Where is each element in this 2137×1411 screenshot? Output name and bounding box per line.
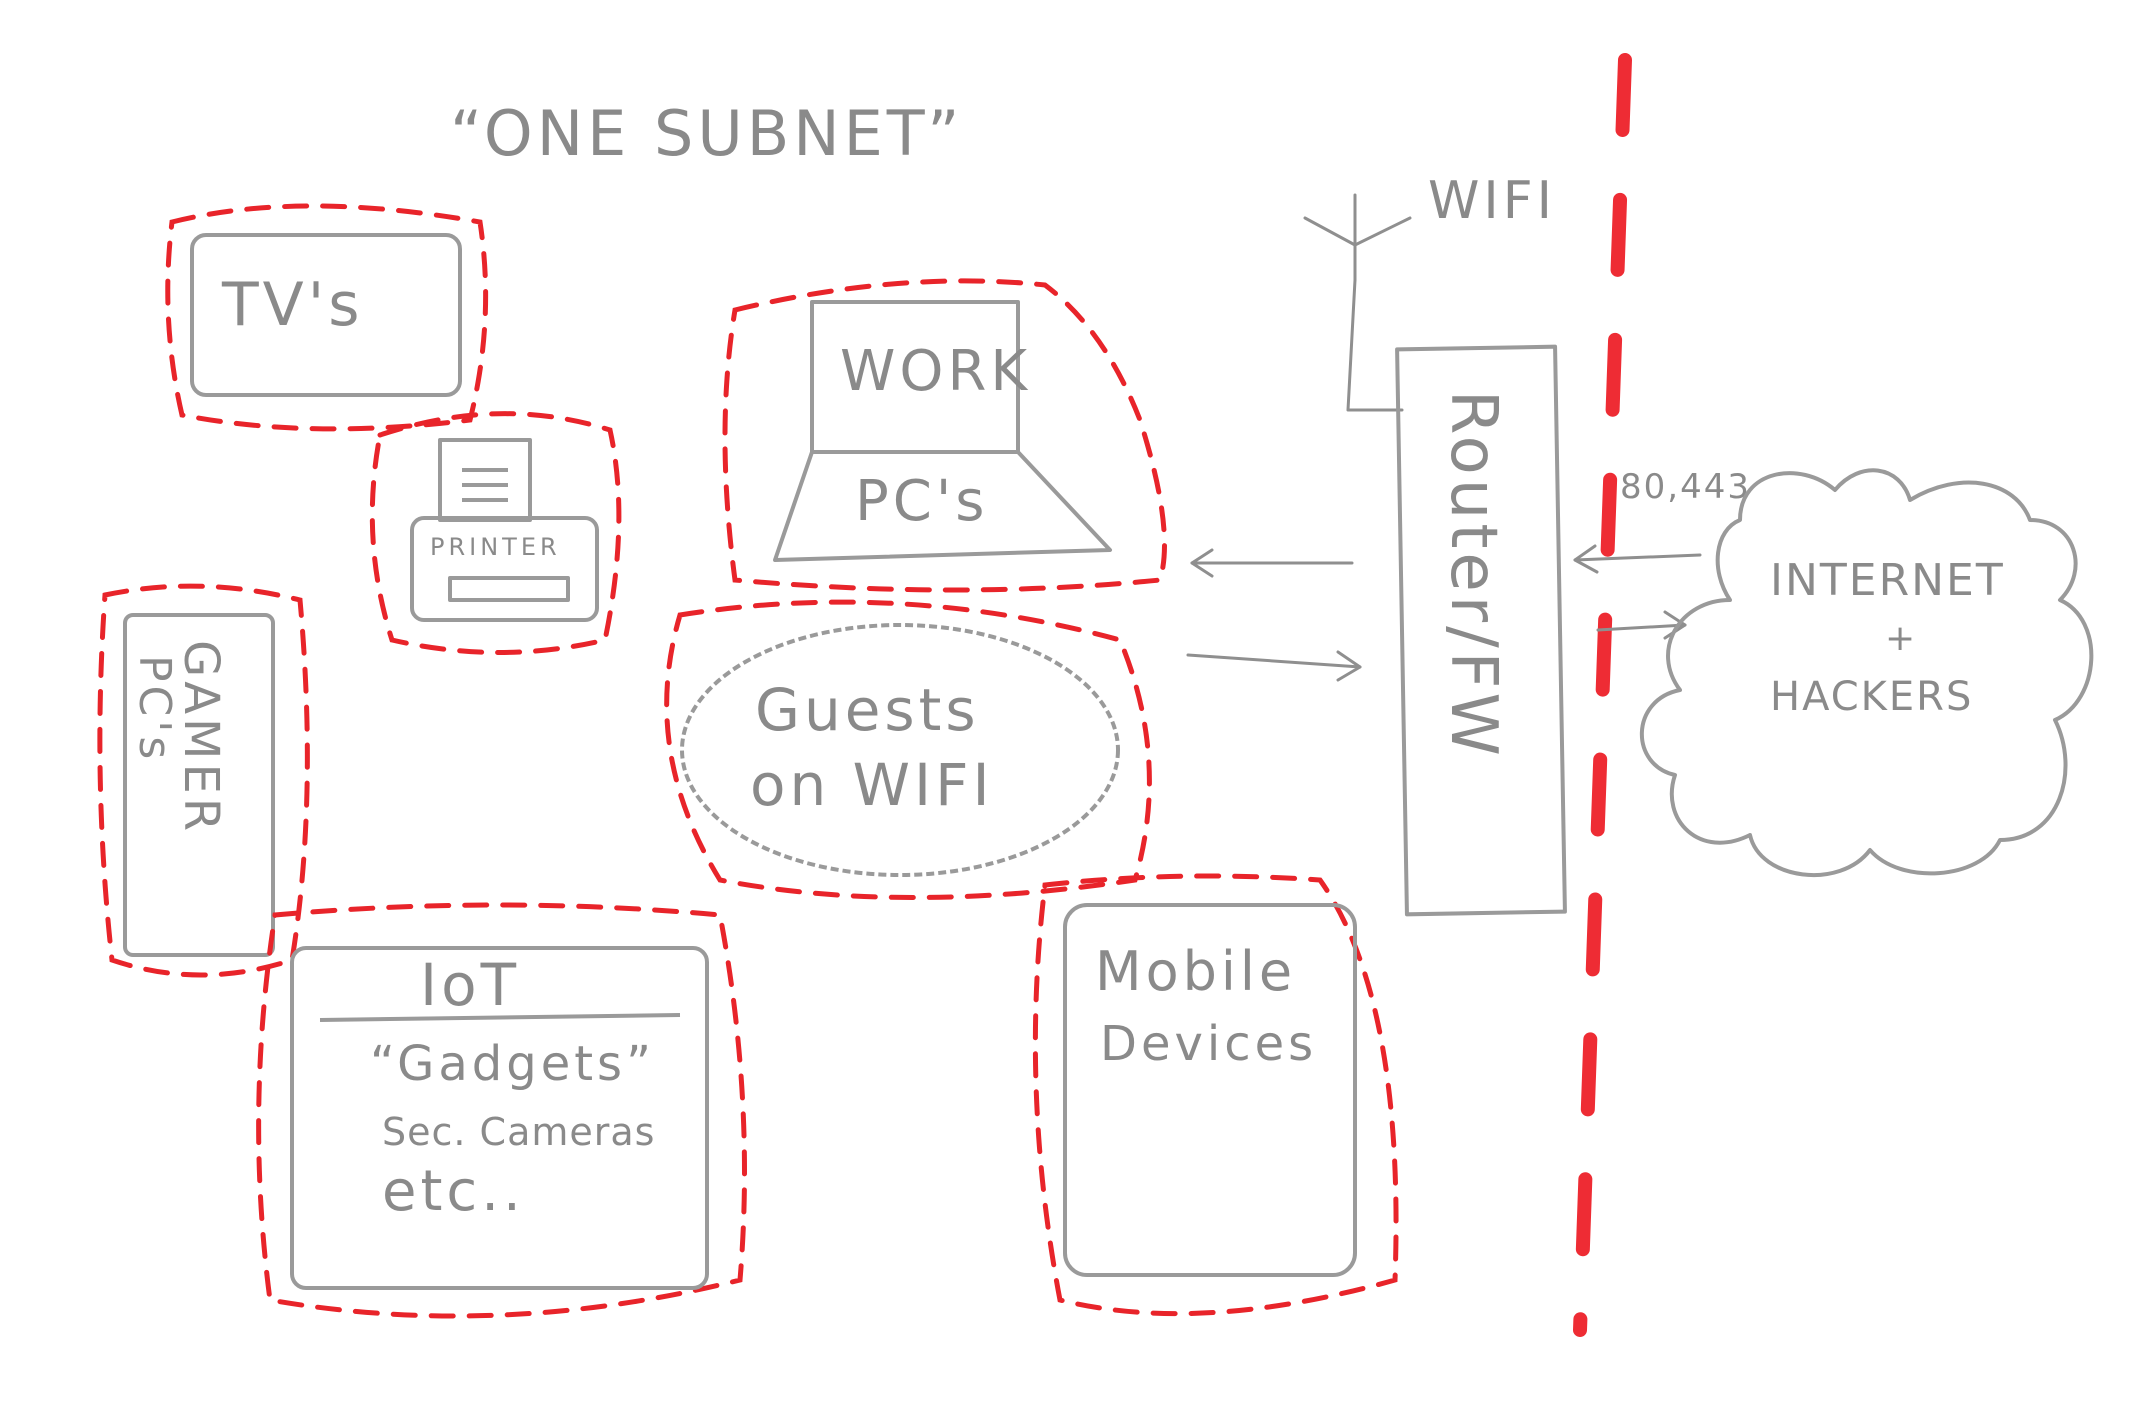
work-label-line1: WORK [840, 339, 1031, 404]
iot-divider [319, 1013, 681, 1022]
wifi-label: WIFI [1428, 171, 1556, 231]
printer-zone [369, 411, 622, 655]
work-label-line2: PC's [855, 469, 988, 534]
mobile-label-line2: Devices [1100, 1016, 1317, 1072]
guests-label-line1: Guests [755, 676, 980, 744]
tvs-box [190, 233, 462, 397]
diagram-title: “ONE SUBNET” [450, 97, 963, 170]
gamer-box [123, 613, 275, 957]
tvs-label: TV's [221, 270, 363, 340]
internet-line2: + [1885, 618, 1919, 659]
iot-line2: Sec. Cameras [382, 1110, 655, 1154]
guests-zone [664, 599, 1152, 900]
tvs-zone [165, 203, 489, 432]
internet-line1: INTERNET [1770, 555, 2005, 606]
printer-icon [410, 438, 599, 622]
guests-cloud [680, 623, 1120, 877]
mobile-label-line1: Mobile [1095, 940, 1296, 1003]
gamer-label-line1: GAMER [173, 640, 229, 835]
guests-label-line2: on WIFI [750, 751, 994, 819]
gamer-zone [97, 583, 310, 978]
ports-label: 80,443 [1620, 467, 1751, 507]
iot-line1: “Gadgets” [370, 1036, 655, 1092]
iot-box [290, 946, 709, 1290]
laptop-icon [773, 300, 1112, 562]
internet-cloud [1639, 468, 2094, 878]
iot-line3: etc.. [382, 1159, 525, 1224]
mobile-zone [1032, 873, 1399, 1317]
iot-zone [256, 902, 747, 1319]
lan-to-router-arrow [1186, 650, 1362, 682]
router-box [1395, 344, 1567, 917]
router-label: Router/FW [1436, 390, 1510, 760]
gamer-label-line2: PC's [129, 655, 180, 763]
perimeter-boundary [1573, 53, 1632, 1337]
wifi-antenna-icon [1303, 193, 1412, 412]
internet-line3: HACKERS [1770, 674, 1973, 720]
work-zone [722, 278, 1167, 593]
printer-label: PRINTER [430, 533, 561, 561]
mobile-box [1063, 903, 1357, 1277]
inbound-arrow [1573, 544, 1702, 574]
router-to-lan-arrow [1190, 548, 1354, 578]
iot-title: IoT [420, 951, 520, 1019]
